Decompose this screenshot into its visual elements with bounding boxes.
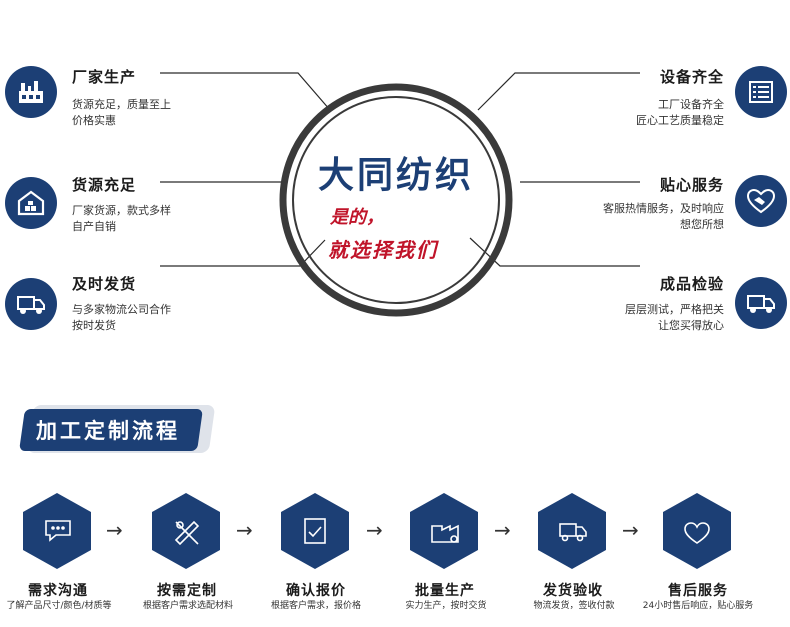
step-title-3: 确认报价 bbox=[286, 583, 346, 599]
slogan-line-2: 就选择我们 bbox=[328, 238, 438, 262]
feature-desc: 货源充足，质量至上 bbox=[72, 98, 171, 111]
process-hexagons bbox=[23, 493, 731, 569]
step-desc-1: 了解产品尺寸/颜色/材质等 bbox=[6, 601, 112, 611]
feature-desc: 客服热情服务，及时响应 bbox=[603, 202, 724, 215]
feature-desc: 价格实惠 bbox=[72, 114, 116, 127]
feature-title: 设备齐全 bbox=[659, 68, 724, 86]
step-desc-3: 根据客户需求，报价格 bbox=[270, 601, 361, 611]
feature-desc: 层层测试，严格把关 bbox=[625, 303, 724, 316]
feature-desc: 匠心工艺质量稳定 bbox=[636, 114, 724, 127]
feature-desc: 与多家物流公司合作 bbox=[72, 303, 171, 316]
step-title-6: 售后服务 bbox=[668, 583, 728, 599]
hex-step-1 bbox=[23, 493, 91, 569]
truck-icon bbox=[5, 278, 57, 330]
feature-title: 厂家生产 bbox=[72, 68, 137, 86]
step-title-1: 需求沟通 bbox=[28, 583, 88, 599]
feature-desc: 厂家货源，款式多样 bbox=[72, 204, 171, 217]
brand-name: 大同纺织 bbox=[317, 155, 474, 196]
feature-title: 货源充足 bbox=[72, 176, 137, 194]
feature-title: 成品检验 bbox=[659, 275, 724, 293]
feature-title: 及时发货 bbox=[72, 275, 137, 293]
arrow-2: → bbox=[236, 518, 253, 542]
hex-step-5 bbox=[538, 493, 606, 569]
feature-desc: 自产自销 bbox=[72, 220, 116, 233]
list-icon bbox=[735, 66, 787, 118]
feature-desc: 按时发货 bbox=[72, 319, 116, 332]
arrow-4: → bbox=[494, 518, 511, 542]
process-title: 加工定制流程 bbox=[36, 419, 180, 443]
delivery-truck-icon bbox=[735, 277, 787, 329]
handshake-icon bbox=[735, 175, 787, 227]
factory-icon bbox=[5, 66, 57, 118]
hex-step-6 bbox=[663, 493, 731, 569]
arrow-5: → bbox=[622, 518, 639, 542]
step-title-4: 批量生产 bbox=[415, 583, 475, 599]
arrow-1: → bbox=[106, 518, 123, 542]
center-ring-inner bbox=[292, 96, 500, 304]
step-desc-6: 24小时售后响应，贴心服务 bbox=[642, 601, 754, 611]
step-title-5: 发货验收 bbox=[543, 583, 603, 599]
design-tools-icon bbox=[174, 520, 200, 546]
hex-step-3 bbox=[281, 493, 349, 569]
factory-gear-icon bbox=[431, 524, 459, 543]
warehouse-icon bbox=[5, 177, 57, 229]
slogan-line-1: 是的， bbox=[330, 207, 384, 228]
center-ring-outer bbox=[279, 83, 513, 317]
step-desc-2: 根据客户需求选配材料 bbox=[142, 601, 233, 611]
handshake-icon bbox=[684, 522, 710, 544]
feature-desc: 想您所想 bbox=[680, 218, 724, 231]
process-banner: 加工定制流程 bbox=[19, 405, 216, 453]
arrow-3: → bbox=[366, 518, 383, 542]
chat-icon bbox=[45, 520, 71, 542]
hex-step-4 bbox=[410, 493, 478, 569]
feature-title: 贴心服务 bbox=[659, 176, 724, 194]
step-desc-4: 实力生产，按时交货 bbox=[405, 601, 487, 611]
shipping-icon bbox=[559, 523, 587, 542]
feature-desc: 工厂设备齐全 bbox=[658, 98, 724, 111]
step-title-2: 按需定制 bbox=[157, 583, 217, 599]
feature-desc: 让您买得放心 bbox=[658, 319, 724, 332]
step-desc-5: 物流发货，签收付款 bbox=[533, 601, 615, 611]
checklist-icon bbox=[304, 518, 326, 544]
